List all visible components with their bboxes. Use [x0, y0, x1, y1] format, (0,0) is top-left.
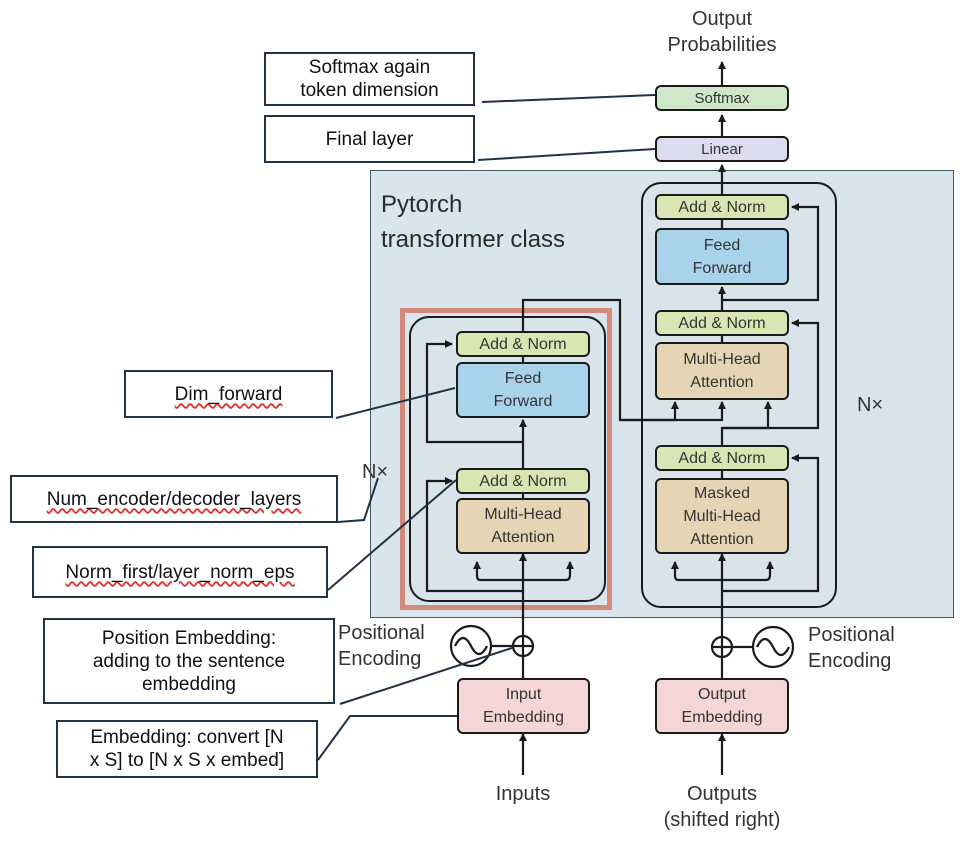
decoder-masked-multi-head-attention-block: Masked Multi-Head Attention [655, 478, 789, 554]
norm-first-annotation: Norm_first/layer_norm_eps [32, 546, 328, 598]
decoder-multi-head-attention-block: Multi-Head Attention [655, 342, 789, 400]
input-embedding-block: Input Embedding [457, 678, 590, 734]
final-layer-annotation: Final layer [264, 115, 475, 163]
encoder-add-norm-bottom: Add & Norm [456, 468, 590, 494]
encoder-stack [409, 316, 606, 602]
dim-forward-annotation: Dim_forward [124, 370, 333, 418]
output-embedding-block: Output Embedding [655, 678, 789, 734]
encoder-add-norm-top: Add & Norm [456, 331, 590, 357]
decoder-add-norm-top: Add & Norm [655, 194, 789, 220]
decoder-nx-label: N× [856, 394, 884, 416]
softmax-annotation: Softmax again token dimension [264, 52, 475, 106]
position-embedding-annotation: Position Embedding: adding to the senten… [43, 618, 335, 704]
encoder-sum-circle [511, 634, 535, 658]
positional-encoding-left-label: Positional Encoding [338, 622, 425, 670]
decoder-add-norm-middle: Add & Norm [655, 310, 789, 336]
decoder-feed-forward-block: Feed Forward [655, 228, 789, 285]
encoder-multi-head-attention-block: Multi-Head Attention [456, 498, 590, 554]
num-layers-annotation-text: Num_encoder/decoder_layers [46, 488, 302, 510]
softmax-block: Softmax [655, 85, 789, 111]
encoder-feed-forward-block: Feed Forward [456, 362, 590, 418]
output-probabilities-label: Output Probabilities [667, 8, 777, 56]
softmax-note-leader [481, 94, 656, 103]
decoder-add-norm-bottom: Add & Norm [655, 445, 789, 471]
final-layer-note-leader [477, 148, 656, 161]
linear-block: Linear [655, 136, 789, 162]
dim-forward-annotation-text: Dim_forward [174, 383, 283, 405]
embedding-note-leader [317, 715, 457, 761]
encoder-highlight-frame [400, 308, 612, 610]
pytorch-region-title: Pytorch transformer class [381, 191, 566, 253]
norm-first-annotation-text: Norm_first/layer_norm_eps [65, 561, 295, 583]
num-layers-annotation: Num_encoder/decoder_layers [10, 475, 338, 523]
encoder-nx-label: N× [361, 461, 389, 483]
decoder-sum-circle [710, 635, 734, 659]
embedding-annotation: Embedding: convert [N x S] to [N x S x e… [56, 720, 318, 778]
decoder-sine-wave-icon [751, 625, 795, 669]
encoder-sine-wave-icon [449, 624, 493, 668]
inputs-label: Inputs [495, 783, 551, 805]
positional-encoding-right-label: Positional Encoding [808, 624, 895, 672]
outputs-label: Outputs (shifted right) [663, 783, 781, 831]
